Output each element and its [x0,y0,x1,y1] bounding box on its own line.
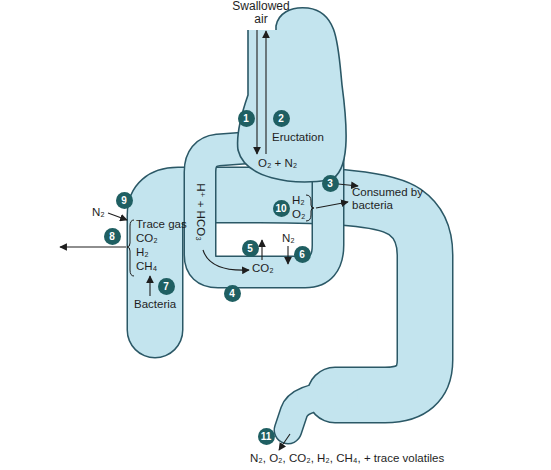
gas-label: Trace gas [136,218,187,231]
flow-arrow [203,250,249,270]
callout-number: 4 [224,285,241,302]
callout-number: 8 [104,228,121,245]
gas-label: O₂ [292,208,305,221]
callout-text: 10 [275,200,286,217]
gas-label: N₂ [282,232,295,245]
callout-text: 9 [121,192,127,209]
flow-arrow [279,434,290,450]
secretion-label: H⁺ + HCO₃ [194,183,207,241]
callout-text: 2 [278,110,284,127]
process-label: Consumed by bacteria [352,186,430,212]
callout-text: 3 [327,175,333,192]
callout-number: 3 [322,175,339,192]
callout-text: 5 [247,240,253,257]
gas-label: N₂ [92,206,105,219]
callout-number: 6 [294,246,311,263]
input-label: Swallowed air [230,0,292,26]
gas-label: H₂ [292,194,305,207]
flow-arrow [287,246,288,264]
flow-arrow [261,240,262,260]
gas-brace [306,195,314,221]
flow-arrow [256,30,257,154]
rectum-lumen [288,395,345,430]
flow-arrow [265,31,266,154]
callout-text: 6 [299,246,305,263]
callout-number: 11 [258,428,275,445]
callout-number: 1 [238,110,255,127]
callout-text: 4 [229,285,235,302]
callout-number: 10 [273,200,290,217]
stomach-shape [237,8,346,182]
flow-arrow [60,246,126,247]
callout-number: 2 [273,110,290,127]
output-label: N₂, O₂, CO₂, H₂, CH₄, + trace volatiles [250,452,444,465]
flow-arrow [316,202,348,208]
callout-text: 11 [261,428,272,445]
gas-label: O₂ + N₂ [258,157,297,170]
flow-arrow [108,213,127,220]
callout-text: 8 [109,228,115,245]
flow-arrow [338,184,358,186]
callout-text: 7 [163,278,169,295]
gas-label: CO₂ [136,232,158,245]
gas-brace [127,220,134,276]
callout-number: 9 [116,192,133,209]
gas-label: H₂ [136,246,149,259]
callout-number: 7 [158,278,175,295]
process-label: Eructation [272,131,324,144]
callout-number: 5 [242,240,259,257]
flow-arrow [149,276,150,296]
gas-label: CO₂ [252,262,274,275]
gas-label: CH₄ [136,260,157,273]
source-label: Bacteria [134,298,176,311]
callout-text: 1 [243,110,249,127]
